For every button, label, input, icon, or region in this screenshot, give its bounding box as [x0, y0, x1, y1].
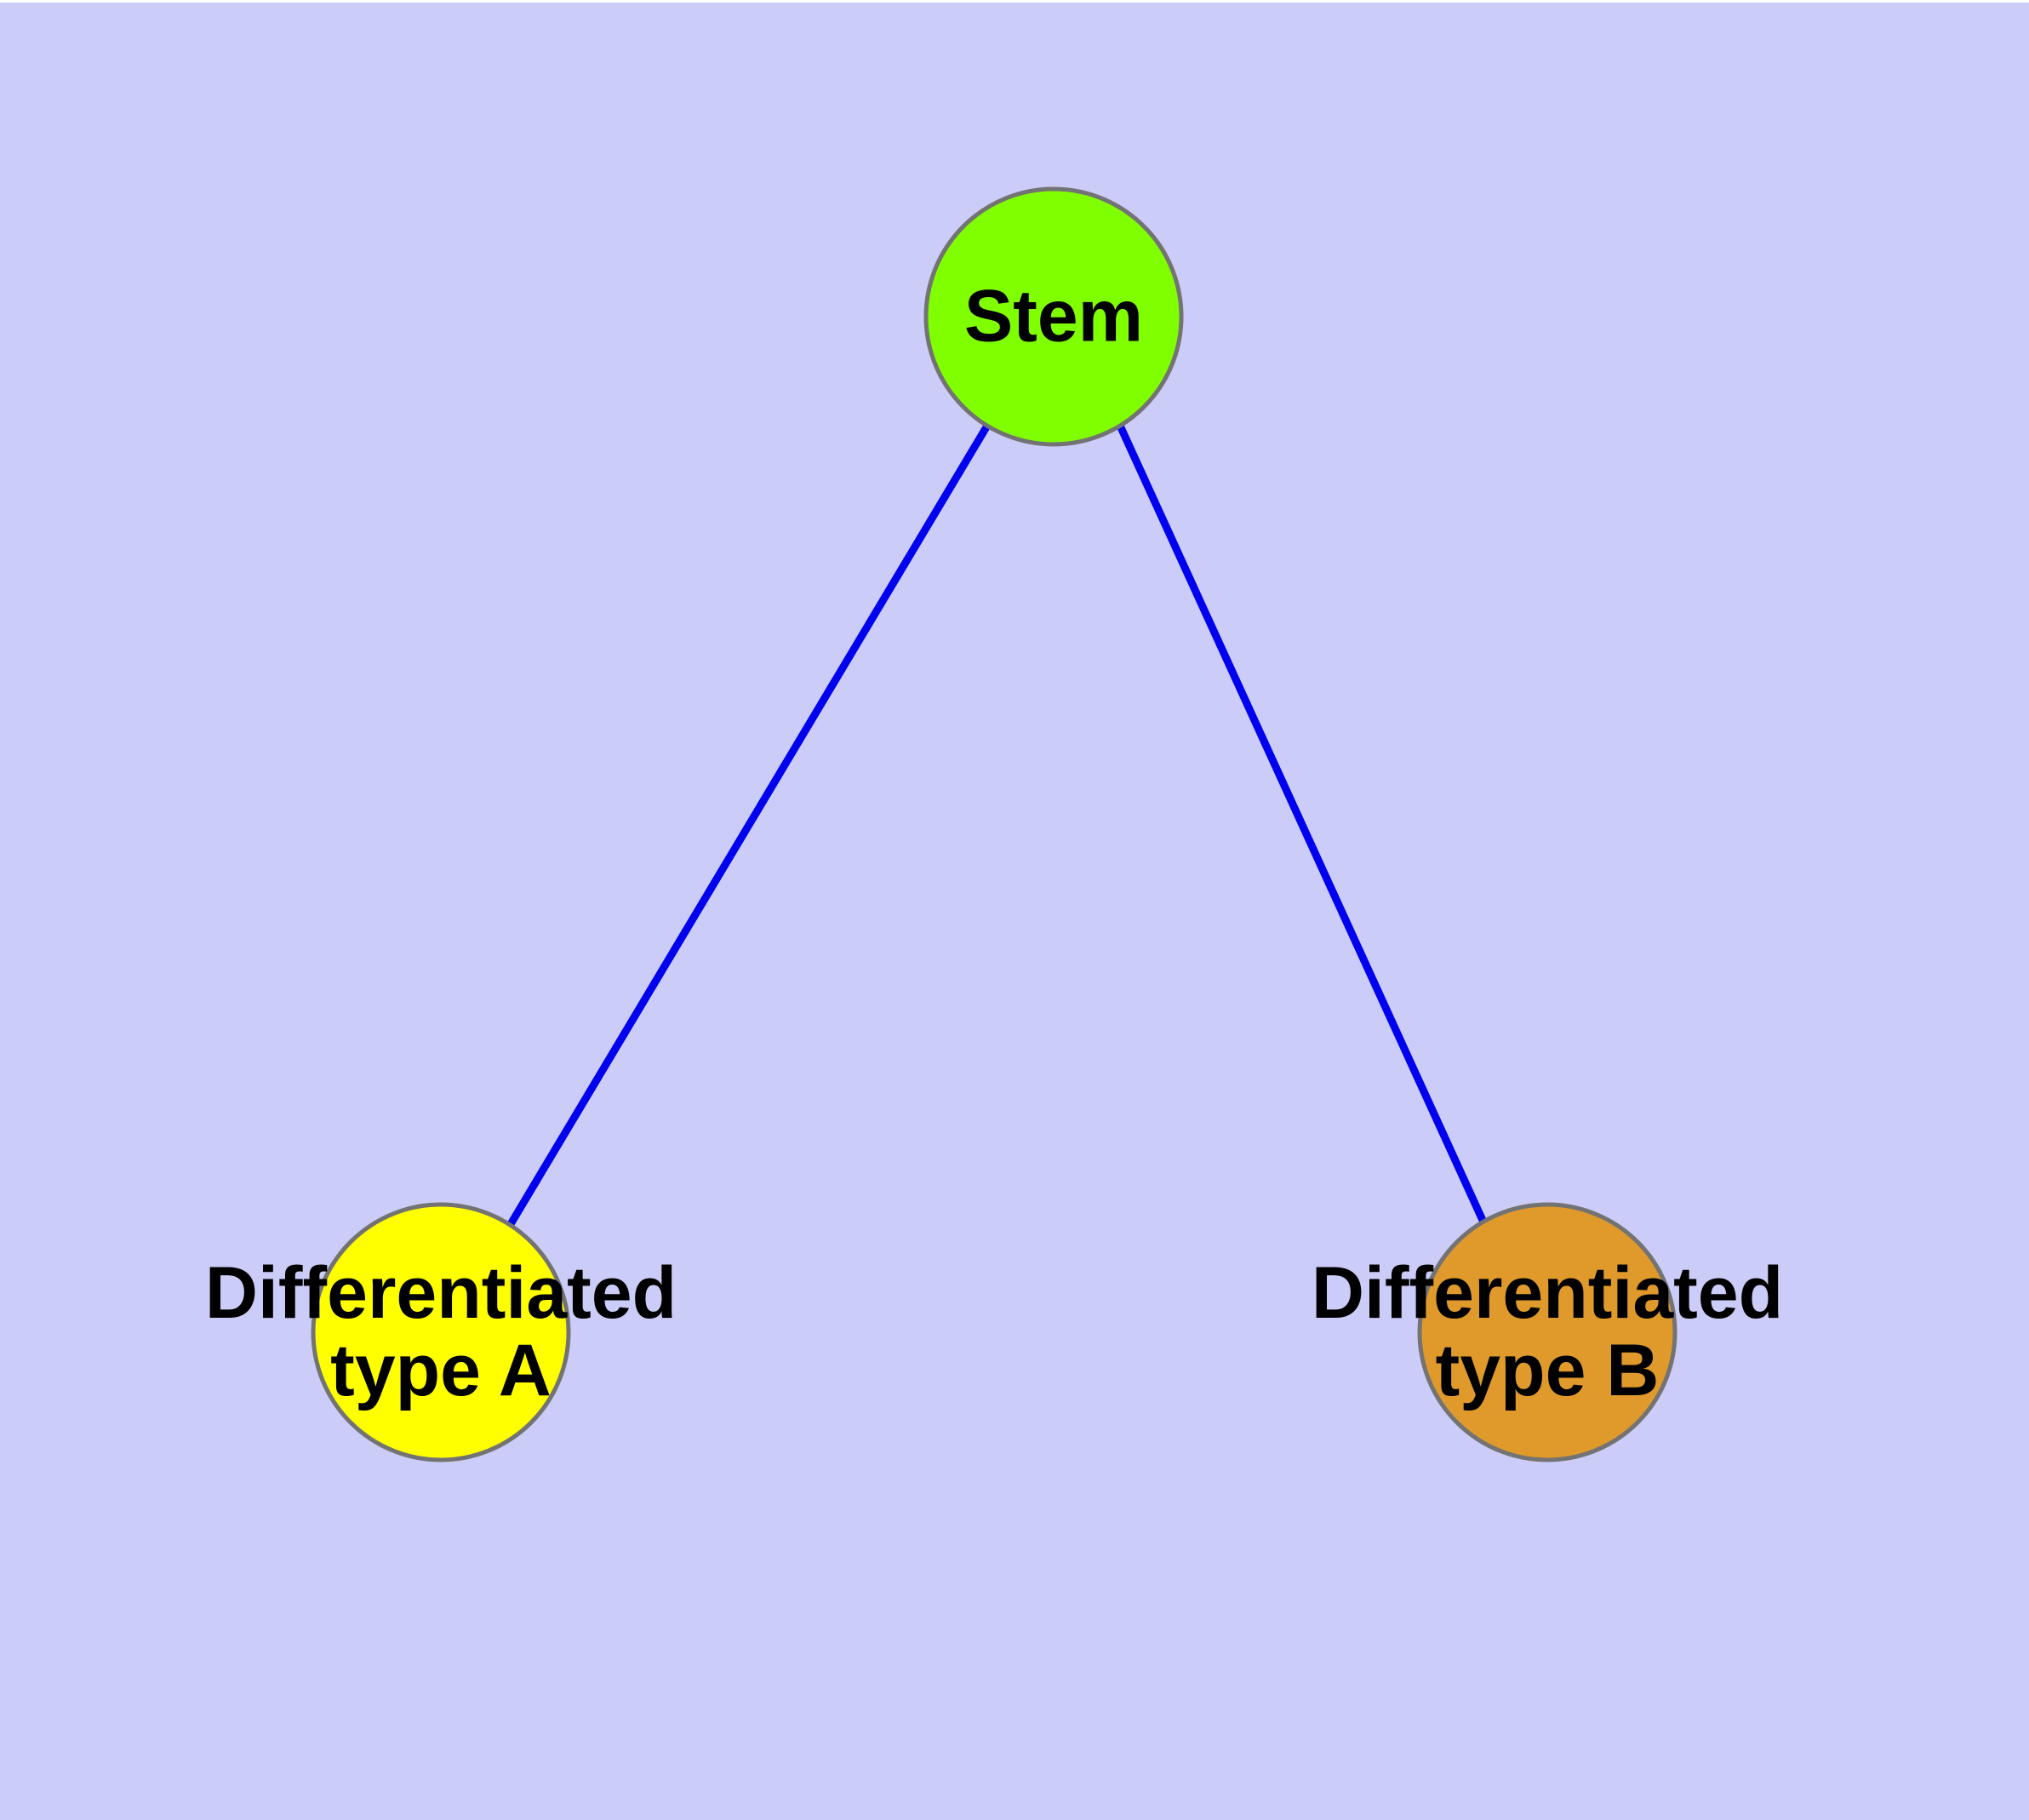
node-layer: [311, 186, 1677, 1462]
graph-edge[interactable]: [1116, 424, 1489, 1228]
graph-edge[interactable]: [507, 423, 991, 1227]
graph-node-diff_a[interactable]: [311, 1202, 571, 1462]
graph-node-stem[interactable]: [923, 186, 1184, 447]
graph-node-diff_b[interactable]: [1417, 1202, 1677, 1462]
edge-layer: [507, 423, 1489, 1228]
